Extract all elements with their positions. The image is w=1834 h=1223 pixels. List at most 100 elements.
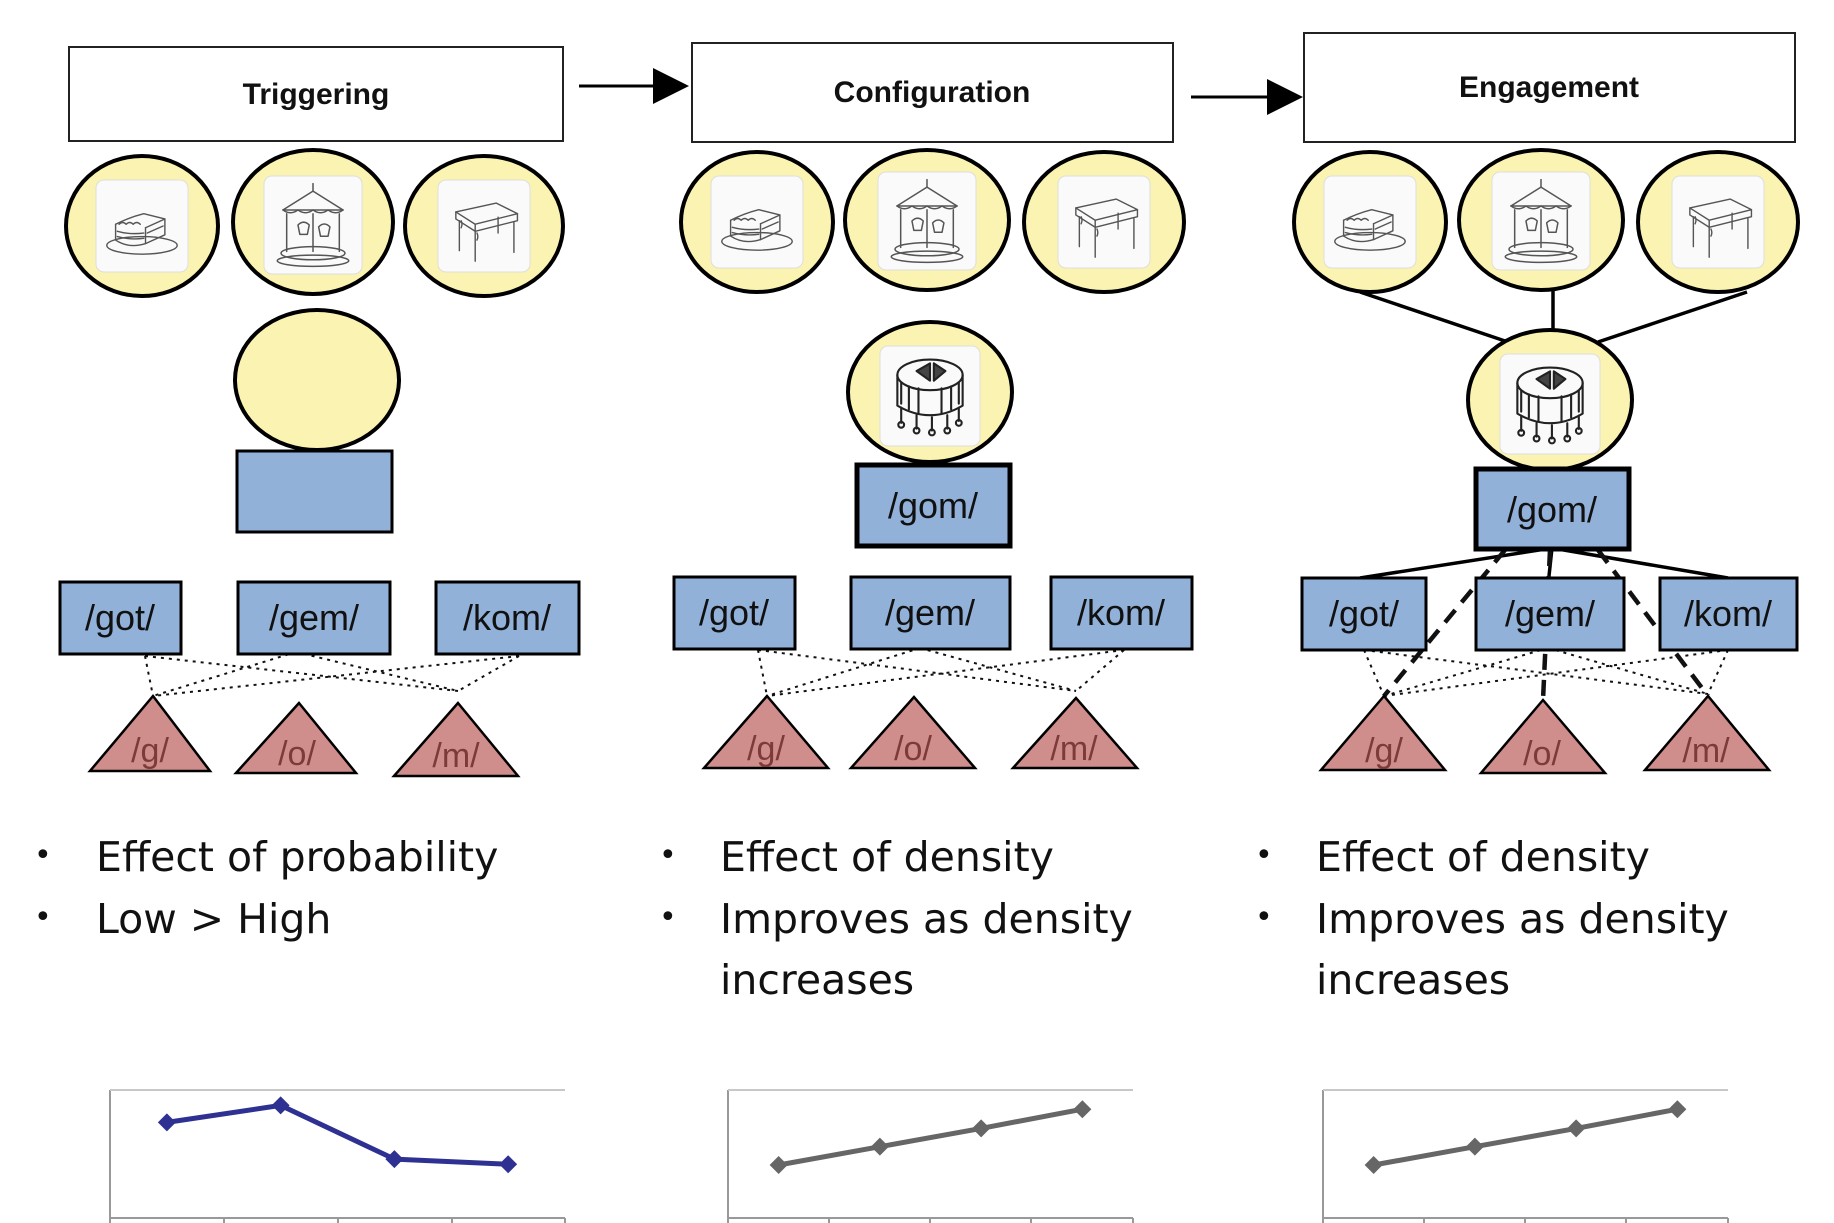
- phoneme-triangle: /m/: [391, 701, 521, 778]
- svg-text:/m/: /m/: [432, 737, 480, 775]
- bullet-item: Low > High: [96, 895, 331, 943]
- phoneme-triangle: /o/: [1478, 698, 1608, 775]
- chart-point: [385, 1150, 404, 1169]
- stage-title-box: [68, 46, 564, 142]
- chart-point: [499, 1155, 518, 1174]
- chart-point: [271, 1096, 290, 1115]
- bullet-list: • Effect of density • Improves as densit…: [659, 833, 1133, 1004]
- object-picture: [1022, 150, 1186, 294]
- chart-point: [972, 1119, 991, 1138]
- svg-text:/kom/: /kom/: [1684, 593, 1772, 634]
- svg-text:/gom/: /gom/: [888, 485, 978, 526]
- bullet-item: Effect of density: [1316, 833, 1650, 881]
- bullet-item: Effect of density: [720, 833, 1054, 881]
- chart-point: [769, 1155, 788, 1174]
- chart-plot: [727, 1100, 1134, 1223]
- bullet-item: increases: [720, 956, 914, 1004]
- stage-title-box: [1303, 32, 1796, 143]
- svg-text:/gem/: /gem/: [885, 592, 975, 633]
- chart-point: [870, 1137, 889, 1156]
- svg-text:•: •: [34, 900, 52, 935]
- neighbor-word: /gem/: [1474, 576, 1626, 652]
- stage-triggering: Triggering: [34, 46, 581, 1223]
- chart-point: [157, 1113, 176, 1132]
- neighbor-word: /got/: [672, 575, 797, 651]
- phoneme-triangle: /o/: [233, 701, 359, 775]
- target-phoneme-links: [1382, 548, 1710, 701]
- chart-point: [1668, 1100, 1687, 1119]
- neighbor-word: /kom/: [434, 580, 581, 656]
- bullet-item: increases: [1316, 956, 1510, 1004]
- svg-text:/o/: /o/: [278, 735, 316, 773]
- bullet-item: Improves as density: [1316, 895, 1729, 943]
- object-picture: [1636, 150, 1800, 294]
- target-word-box: [235, 449, 394, 534]
- phoneme-triangle: /o/: [848, 695, 978, 770]
- svg-text:/kom/: /kom/: [463, 597, 551, 638]
- phoneme-triangle: /g/: [1318, 694, 1448, 772]
- svg-text:/m/: /m/: [1682, 732, 1730, 770]
- neighbor-word: /gem/: [236, 580, 392, 656]
- neighbor-word: /kom/: [1049, 575, 1194, 651]
- bullet-item: Improves as density: [720, 895, 1133, 943]
- svg-text:/got/: /got/: [699, 592, 769, 633]
- target-object-picture: [846, 320, 1014, 464]
- phoneme-triangle: /g/: [701, 694, 831, 770]
- svg-text:/kom/: /kom/: [1077, 592, 1165, 633]
- word-phoneme-links: [144, 651, 520, 697]
- stage-title: Triggering: [243, 78, 390, 111]
- object-picture: [843, 148, 1011, 292]
- chart-series-line: [166, 1102, 509, 1167]
- object-picture: [679, 150, 835, 294]
- chart-point: [1364, 1155, 1383, 1174]
- svg-text:/got/: /got/: [1329, 593, 1399, 634]
- object-picture: [1292, 150, 1448, 294]
- mini-line-chart: [1322, 1089, 1729, 1223]
- neighbor-word: /got/: [58, 580, 183, 656]
- object-picture: [1457, 148, 1625, 292]
- bullet-item: Effect of probability: [96, 833, 498, 881]
- svg-text:/g/: /g/: [1365, 732, 1403, 770]
- phoneme-triangle: /g/: [87, 693, 213, 773]
- svg-text:/got/: /got/: [85, 597, 155, 638]
- object-picture: [231, 148, 395, 296]
- svg-text:/gem/: /gem/: [269, 597, 359, 638]
- svg-text:/gem/: /gem/: [1505, 593, 1595, 634]
- target-object-picture: [1466, 328, 1634, 472]
- svg-text:•: •: [659, 900, 677, 935]
- svg-text:/gom/: /gom/: [1507, 489, 1597, 530]
- object-picture: [64, 154, 220, 298]
- chart-series-line: [1373, 1106, 1678, 1168]
- stage-title: Configuration: [834, 76, 1031, 109]
- mini-line-chart: [109, 1089, 566, 1223]
- svg-text:•: •: [34, 838, 52, 873]
- chart-plot: [1322, 1100, 1729, 1223]
- stage-title: Engagement: [1459, 71, 1639, 104]
- target-word: /gom/: [1473, 466, 1632, 552]
- svg-text:/o/: /o/: [894, 730, 932, 768]
- target-object-circle: [233, 308, 401, 452]
- svg-text:/o/: /o/: [1523, 735, 1561, 773]
- object-links: [1359, 290, 1748, 344]
- neighbor-word: /kom/: [1658, 576, 1799, 652]
- stage-engagement: Engagement: [1255, 32, 1800, 1223]
- bullet-list: • Effect of density • Improves as densit…: [1255, 833, 1729, 1004]
- svg-text:•: •: [659, 838, 677, 873]
- bullet-list: • Effect of probability • Low > High: [34, 833, 498, 943]
- target-word: /gom/: [854, 462, 1013, 549]
- svg-text:•: •: [1255, 900, 1273, 935]
- svg-text:/g/: /g/: [747, 730, 785, 768]
- phoneme-triangle: /m/: [1010, 696, 1140, 770]
- neighbor-word: /gem/: [849, 575, 1012, 651]
- word-phoneme-links: [1363, 647, 1729, 697]
- svg-text:•: •: [1255, 838, 1273, 873]
- svg-text:/m/: /m/: [1050, 730, 1098, 768]
- phoneme-triangle: /m/: [1642, 694, 1772, 772]
- object-picture: [403, 154, 565, 298]
- word-phoneme-links: [757, 647, 1125, 697]
- mini-line-chart: [727, 1089, 1134, 1223]
- chart-series-line: [778, 1106, 1083, 1168]
- stage-title-box: [691, 42, 1174, 143]
- neighbor-word: /got/: [1300, 576, 1428, 652]
